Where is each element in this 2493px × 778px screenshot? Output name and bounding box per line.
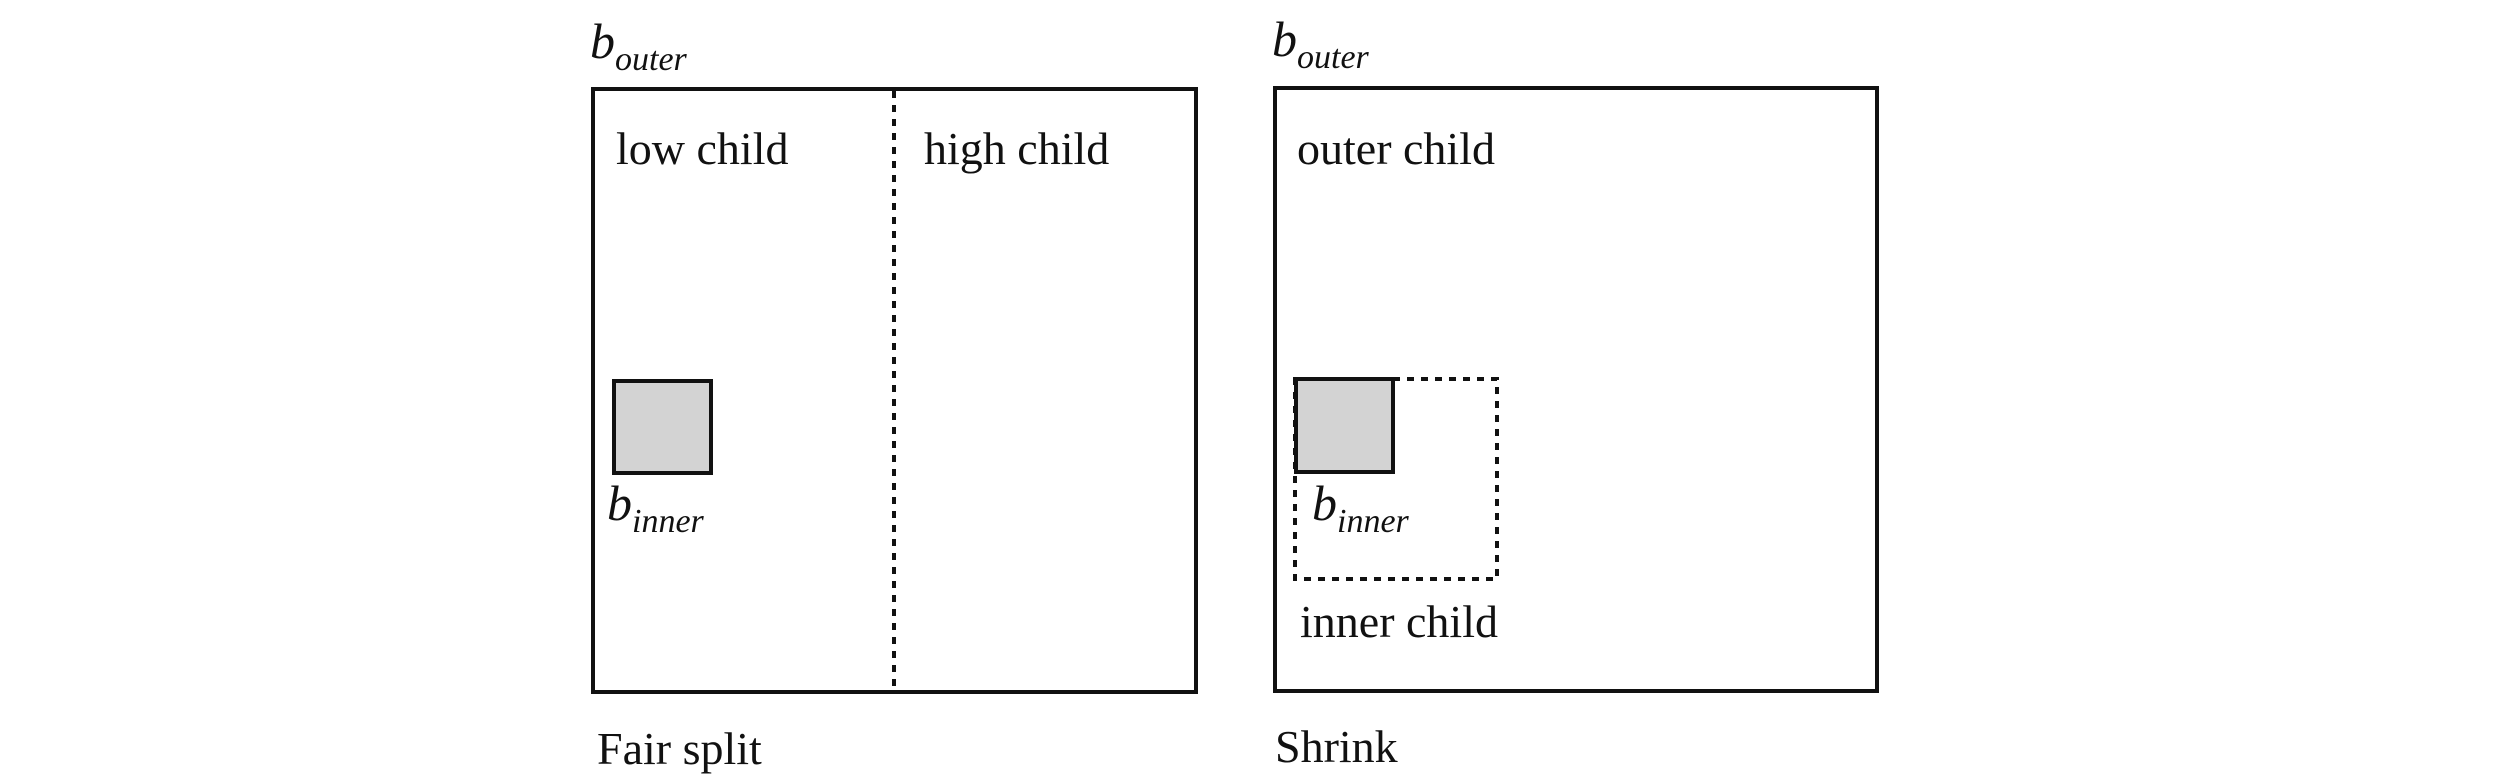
shrink-outer-sub: outer [1297,39,1370,76]
shrink-inner-box-label: binner [1312,475,1410,540]
fair-split-panel: bouter low child high child binner Fair … [590,13,1198,774]
low-child-label: low child [616,123,788,174]
inner-child-label: inner child [1300,596,1498,647]
inner-child-region [1293,377,1499,581]
shrink-outer-box [1273,86,1879,693]
fair-split-inner-base: b [607,475,632,531]
fair-split-inner-box [612,379,713,475]
fair-split-caption: Fair split [597,723,762,774]
shrink-outer-base: b [1272,11,1297,67]
shrink-panel: bouter outer child binner inner child Sh… [1272,11,1879,772]
fair-split-outer-sub: outer [615,41,688,78]
shrink-inner-sub: inner [1337,503,1410,540]
shrink-caption: Shrink [1275,721,1398,772]
fair-split-inner-sub: inner [632,503,705,540]
fair-split-inner-box-label: binner [607,475,705,540]
shrink-inner-base: b [1312,475,1337,531]
outer-child-label: outer child [1297,123,1495,174]
fair-split-outer-box [591,87,1198,694]
fair-split-outer-base: b [590,13,615,69]
shrink-outer-box-label: bouter [1272,11,1370,76]
shrink-inner-box [1294,377,1395,474]
high-child-label: high child [924,123,1109,174]
fair-split-outer-box-label: bouter [590,13,688,78]
